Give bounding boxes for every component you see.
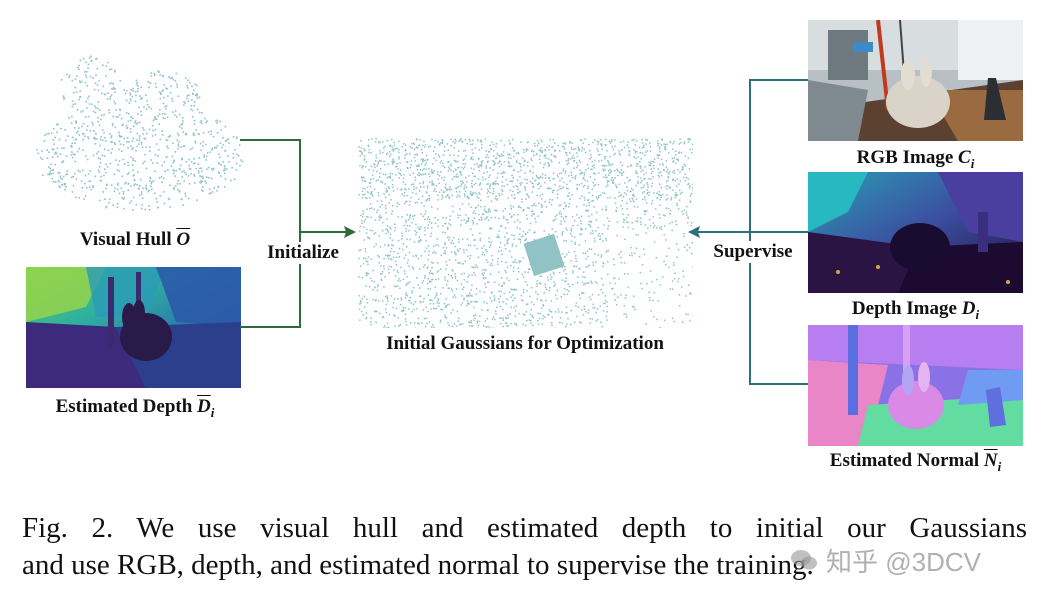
depth-image	[808, 172, 1023, 293]
initialize-label: Initialize	[253, 242, 353, 264]
rgb-image-label: RGB Image Ci	[856, 147, 975, 171]
watermark: 知乎 @3DCV	[790, 540, 1030, 580]
initialize-arrows	[240, 139, 356, 328]
estimated-depth-label: Estimated Depth Di	[55, 396, 215, 420]
caption-line-2: and use RGB, depth, and estimated normal…	[22, 549, 814, 581]
supervise-arrows	[688, 79, 808, 385]
depth-image-label: Depth Image Di	[851, 298, 980, 322]
supervise-label: Supervise	[701, 241, 805, 263]
estimated-normal-label: Estimated Normal Ni	[829, 450, 1002, 474]
visual-hull-label: Visual Hull O	[79, 229, 191, 250]
figure-caption: Fig. 2. We use visual hull and estimated…	[22, 510, 1027, 584]
watermark-text: 知乎 @3DCV	[826, 546, 981, 577]
caption-line-1: Fig. 2. We use visual hull and estimated…	[22, 512, 1027, 544]
wechat-logo-icon	[791, 550, 817, 570]
estimated-depth-image	[26, 267, 241, 388]
initial-gaussians-pointcloud	[358, 138, 693, 328]
visual-hull-pointcloud	[36, 55, 244, 211]
initial-gaussians-label: Initial Gaussians for Optimization	[386, 333, 664, 354]
rgb-image	[808, 20, 1023, 141]
estimated-normal-image	[808, 325, 1023, 446]
